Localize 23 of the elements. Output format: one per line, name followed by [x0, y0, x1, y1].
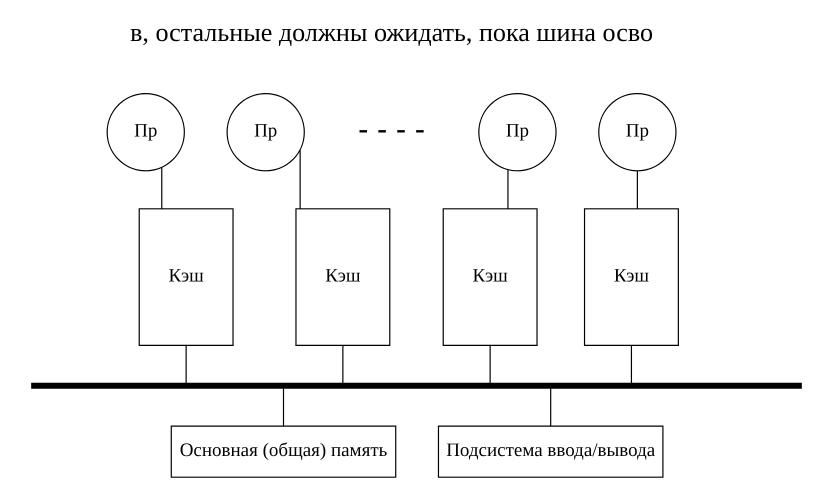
- connector: [186, 346, 187, 384]
- connector: [630, 346, 632, 384]
- connector: [636, 171, 638, 208]
- node-bar: [31, 382, 802, 389]
- node-circle: Пр: [226, 93, 305, 172]
- connector: [490, 346, 491, 384]
- connector: [507, 170, 509, 209]
- connector: [161, 168, 162, 209]
- node-box: Подсистема ввода/вывода: [438, 426, 664, 478]
- label: в, остальные должны ожидать, пока шина осво: [130, 18, 654, 47]
- node-circle: Пр: [598, 93, 677, 172]
- node-circle: Пр: [478, 93, 557, 172]
- node-box: Кэш: [442, 208, 538, 346]
- node-circle: Пр: [106, 93, 185, 172]
- node-box: Кэш: [138, 208, 234, 346]
- label: - - - -: [358, 112, 425, 147]
- connector: [342, 346, 344, 384]
- node-box: Основная (общая) память: [170, 426, 396, 478]
- node-box: Кэш: [584, 208, 679, 346]
- connector: [300, 150, 301, 208]
- connector: [282, 388, 284, 426]
- node-box: Кэш: [295, 208, 390, 346]
- connector: [550, 388, 552, 426]
